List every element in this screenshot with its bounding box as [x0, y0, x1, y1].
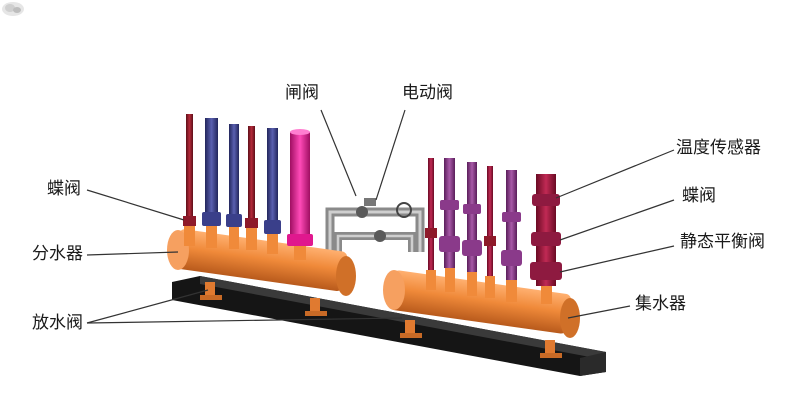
- gate-valve-body: [356, 206, 368, 218]
- base-channel: [172, 276, 606, 376]
- leader-drain-1: [86, 289, 209, 324]
- gate-valve-handwheel: [396, 202, 412, 218]
- leader-distributor: [86, 251, 179, 256]
- leader-electric-valve: [375, 109, 406, 201]
- label-gate-valve: 闸阀: [285, 83, 319, 103]
- label-electric-valve: 电动阀: [402, 83, 453, 103]
- leader-drain-2: [86, 317, 403, 324]
- label-water-distributor: 分水器: [32, 244, 83, 264]
- balance-valve-body: [530, 262, 562, 280]
- distributor-branches: [183, 114, 313, 260]
- leader-lines: [86, 109, 675, 324]
- label-butterfly-valve-left: 蝶阀: [47, 179, 81, 199]
- label-water-collector: 集水器: [635, 294, 686, 314]
- label-static-balance-valve: 静态平衡阀: [680, 232, 765, 252]
- leader-butterfly-left: [86, 189, 185, 221]
- leader-temp-sensor: [555, 149, 675, 199]
- butterfly-valve-body: [531, 232, 561, 246]
- corner-logo-icon: [2, 2, 24, 16]
- leader-gate-valve: [320, 109, 357, 197]
- leader-balance-valve: [559, 245, 675, 273]
- collector-branches: [425, 158, 562, 304]
- temp-sensor-body: [532, 194, 560, 206]
- leader-collector: [567, 305, 631, 319]
- electric-valve-body: [374, 230, 386, 242]
- leader-butterfly-right: [559, 199, 675, 241]
- bypass-pipes: [325, 198, 425, 256]
- valve-actuator: [364, 198, 376, 206]
- water-distributor-header: [167, 229, 356, 316]
- label-drain-valve: 放水阀: [32, 313, 83, 333]
- label-temp-sensor: 温度传感器: [676, 138, 761, 158]
- label-butterfly-valve-right: 蝶阀: [682, 186, 716, 206]
